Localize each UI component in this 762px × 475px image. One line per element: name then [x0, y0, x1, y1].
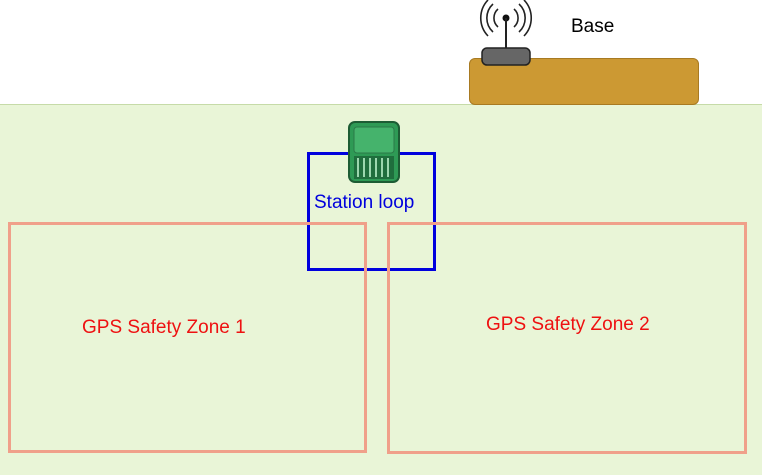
gps-safety-zone-2-label: GPS Safety Zone 2 — [486, 314, 650, 335]
gps-safety-zone-1-label: GPS Safety Zone 1 — [82, 317, 246, 338]
gps-safety-zone-2 — [387, 222, 747, 454]
radio-antenna-icon — [479, 0, 533, 66]
robotic-mower-icon — [348, 121, 400, 183]
station-loop-label: Station loop — [314, 192, 415, 213]
gps-safety-zone-1 — [8, 222, 367, 453]
base-platform — [469, 58, 699, 105]
base-label: Base — [571, 16, 615, 37]
